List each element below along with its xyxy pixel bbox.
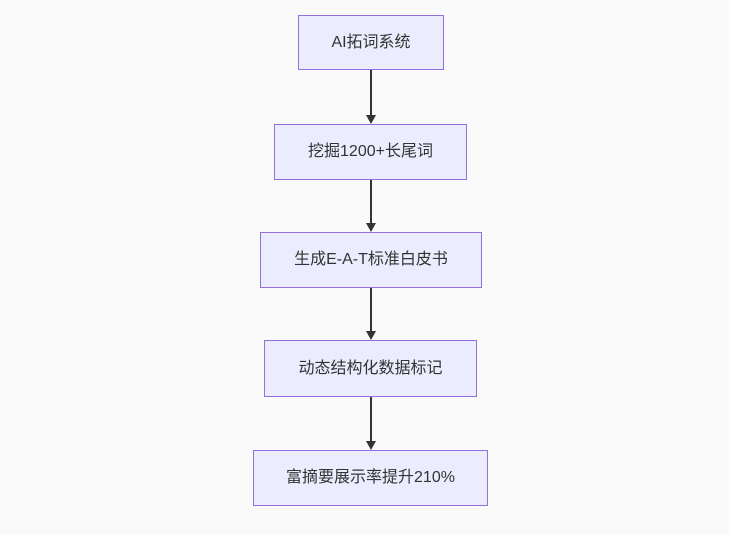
flowchart-node-structured-data-markup: 动态结构化数据标记 [264, 340, 477, 397]
node-label: 动态结构化数据标记 [298, 359, 443, 377]
flow-arrow-1 [365, 70, 376, 124]
node-label: 富摘要展示率提升210% [286, 469, 455, 486]
flowchart-node-longtail-mining: 挖掘1200+长尾词 [274, 124, 467, 180]
flowchart-node-ai-word-expansion: AI拓词系统 [298, 15, 444, 70]
arrow-down-icon [365, 115, 376, 124]
arrow-line [369, 70, 372, 115]
arrow-down-icon [365, 331, 376, 340]
flow-arrow-4 [365, 397, 376, 450]
flowchart-node-eat-whitepaper: 生成E-A-T标准白皮书 [260, 232, 482, 288]
flowchart-node-rich-snippet-result: 富摘要展示率提升210% [253, 450, 488, 506]
arrow-down-icon [365, 441, 376, 450]
arrow-line [369, 288, 372, 331]
arrow-line [369, 397, 372, 441]
arrow-line [369, 180, 372, 223]
node-label: AI拓词系统 [331, 33, 411, 51]
node-label: 挖掘1200+长尾词 [308, 143, 433, 160]
flow-arrow-3 [365, 288, 376, 340]
flow-arrow-2 [365, 180, 376, 232]
node-label: 生成E-A-T标准白皮书 [294, 251, 448, 268]
arrow-down-icon [365, 223, 376, 232]
